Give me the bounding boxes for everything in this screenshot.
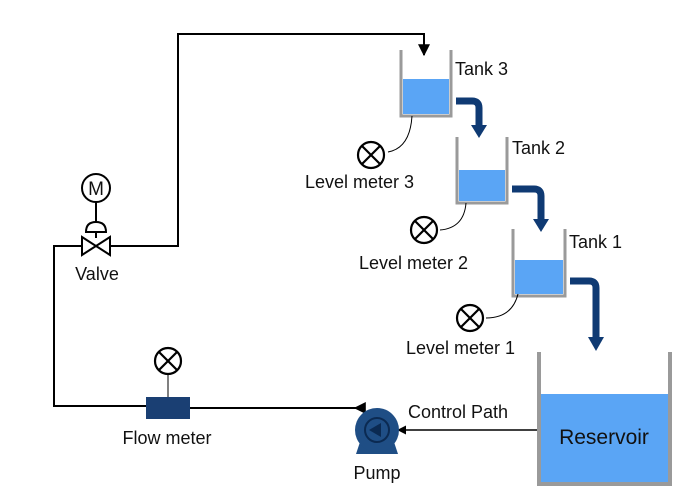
valve: M Valve (75, 173, 119, 284)
valve-actuator-dome (84, 220, 108, 233)
tank-2-label: Tank 2 (512, 138, 565, 158)
tank-1-sensor-wire (485, 293, 519, 319)
tank-1-label: Tank 1 (569, 232, 622, 252)
level-meter-3-icon (356, 140, 386, 170)
tank-1-wall (511, 229, 567, 298)
flow-direction-arrow-icon (570, 277, 604, 351)
flow-direction-arrow-icon (456, 97, 487, 138)
tank-3: Tank 3 Level meter 3 (305, 50, 508, 192)
tank-3-wall (399, 50, 453, 118)
flow-meter-label: Flow meter (122, 428, 211, 448)
tank-2: Tank 2 Level meter 2 (359, 137, 565, 273)
tank-2-sensor-wire (439, 202, 467, 231)
pump-icon (355, 408, 399, 454)
motor-symbol: M (88, 179, 104, 200)
piping (53, 33, 540, 435)
tank-1-water (515, 260, 563, 294)
reservoir: Reservoir (537, 352, 672, 486)
flow-direction-arrow-icon (512, 185, 549, 232)
flow-meter-body (146, 397, 190, 419)
level-meter-2-label: Level meter 2 (359, 253, 468, 273)
flow-meter: Flow meter (122, 346, 212, 448)
tank-3-label: Tank 3 (455, 59, 508, 79)
reservoir-water (541, 394, 669, 482)
level-meter-2-icon (409, 215, 439, 245)
tank-1: Tank 1 Level meter 1 (406, 229, 622, 358)
tank-2-wall (455, 137, 509, 205)
valve-icon (81, 235, 111, 257)
control-path-label: Control Path (408, 402, 508, 422)
tank-3-sensor-wire (387, 115, 413, 153)
reservoir-label: Reservoir (559, 426, 649, 449)
level-meter-3-label: Level meter 3 (305, 172, 414, 192)
flow-meter-gauge-icon (153, 346, 183, 376)
reservoir-wall (537, 352, 672, 486)
valve-label: Valve (75, 264, 119, 284)
pipe-flowmeter-to-valve (53, 245, 146, 407)
pipe-from-valve-to-tank3 (110, 33, 430, 247)
tank-3-water (403, 79, 449, 114)
pump: Pump (353, 408, 401, 483)
tank-2-water (459, 170, 505, 201)
pump-label: Pump (353, 463, 400, 483)
level-meter-1-icon (455, 303, 485, 333)
level-meter-1-label: Level meter 1 (406, 338, 515, 358)
motor-icon: M (81, 173, 111, 203)
